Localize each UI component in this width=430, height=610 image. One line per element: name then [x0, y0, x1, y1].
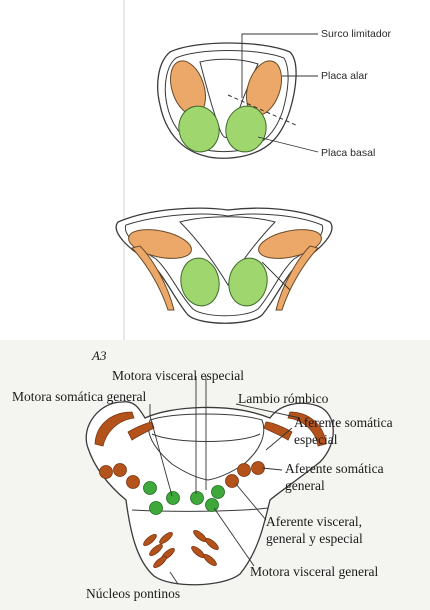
label-visceral-special-motor: Motora visceral especial — [112, 368, 244, 383]
label-special-somatic-afferent-2: especial — [294, 432, 338, 447]
motor-nucleus — [206, 499, 219, 512]
motor-nucleus — [150, 502, 163, 515]
neural-tube-section-2 — [116, 208, 332, 323]
bottom-diagram-panel: A3 — [0, 340, 430, 610]
label-visceral-general-motor: Motora visceral general — [250, 564, 378, 579]
label-visceral-afferent-1: Aferente visceral, — [266, 514, 362, 529]
label-alar-plate: Placa alar — [321, 70, 368, 82]
neural-tube-diagrams: Surco limitador Placa alar Placa basal — [0, 0, 430, 340]
label-basal-plate: Placa basal — [321, 147, 375, 159]
label-pontine-nuclei: Núcleos pontinos — [86, 586, 180, 601]
motor-nucleus — [144, 482, 157, 495]
label-general-somatic-afferent-2: general — [285, 478, 325, 493]
motor-nucleus — [191, 492, 204, 505]
label-general-somatic-afferent-1: Aferente somática — [285, 461, 384, 476]
label-sulcus: Surco limitador — [321, 28, 392, 40]
figure-tag: A3 — [91, 348, 107, 363]
label-visceral-afferent-2: general y especial — [266, 531, 363, 546]
afferent-nucleus — [127, 476, 140, 489]
label-somatic-general-motor: Motora somática general — [12, 389, 146, 404]
motor-nucleus — [167, 492, 180, 505]
afferent-nucleus — [114, 464, 127, 477]
motor-nucleus — [212, 486, 225, 499]
neural-tube-section-1: Surco limitador Placa alar Placa basal — [158, 28, 392, 159]
afferent-nucleus — [238, 464, 251, 477]
label-special-somatic-afferent-1: Aferente somática — [294, 415, 393, 430]
afferent-nucleus — [100, 466, 113, 479]
label-rhombic-lip: Lambio rómbico — [238, 391, 329, 406]
top-diagrams-panel: Surco limitador Placa alar Placa basal — [0, 0, 430, 340]
hindbrain-nuclei-diagram: A3 — [0, 340, 430, 610]
afferent-nucleus — [226, 475, 239, 488]
